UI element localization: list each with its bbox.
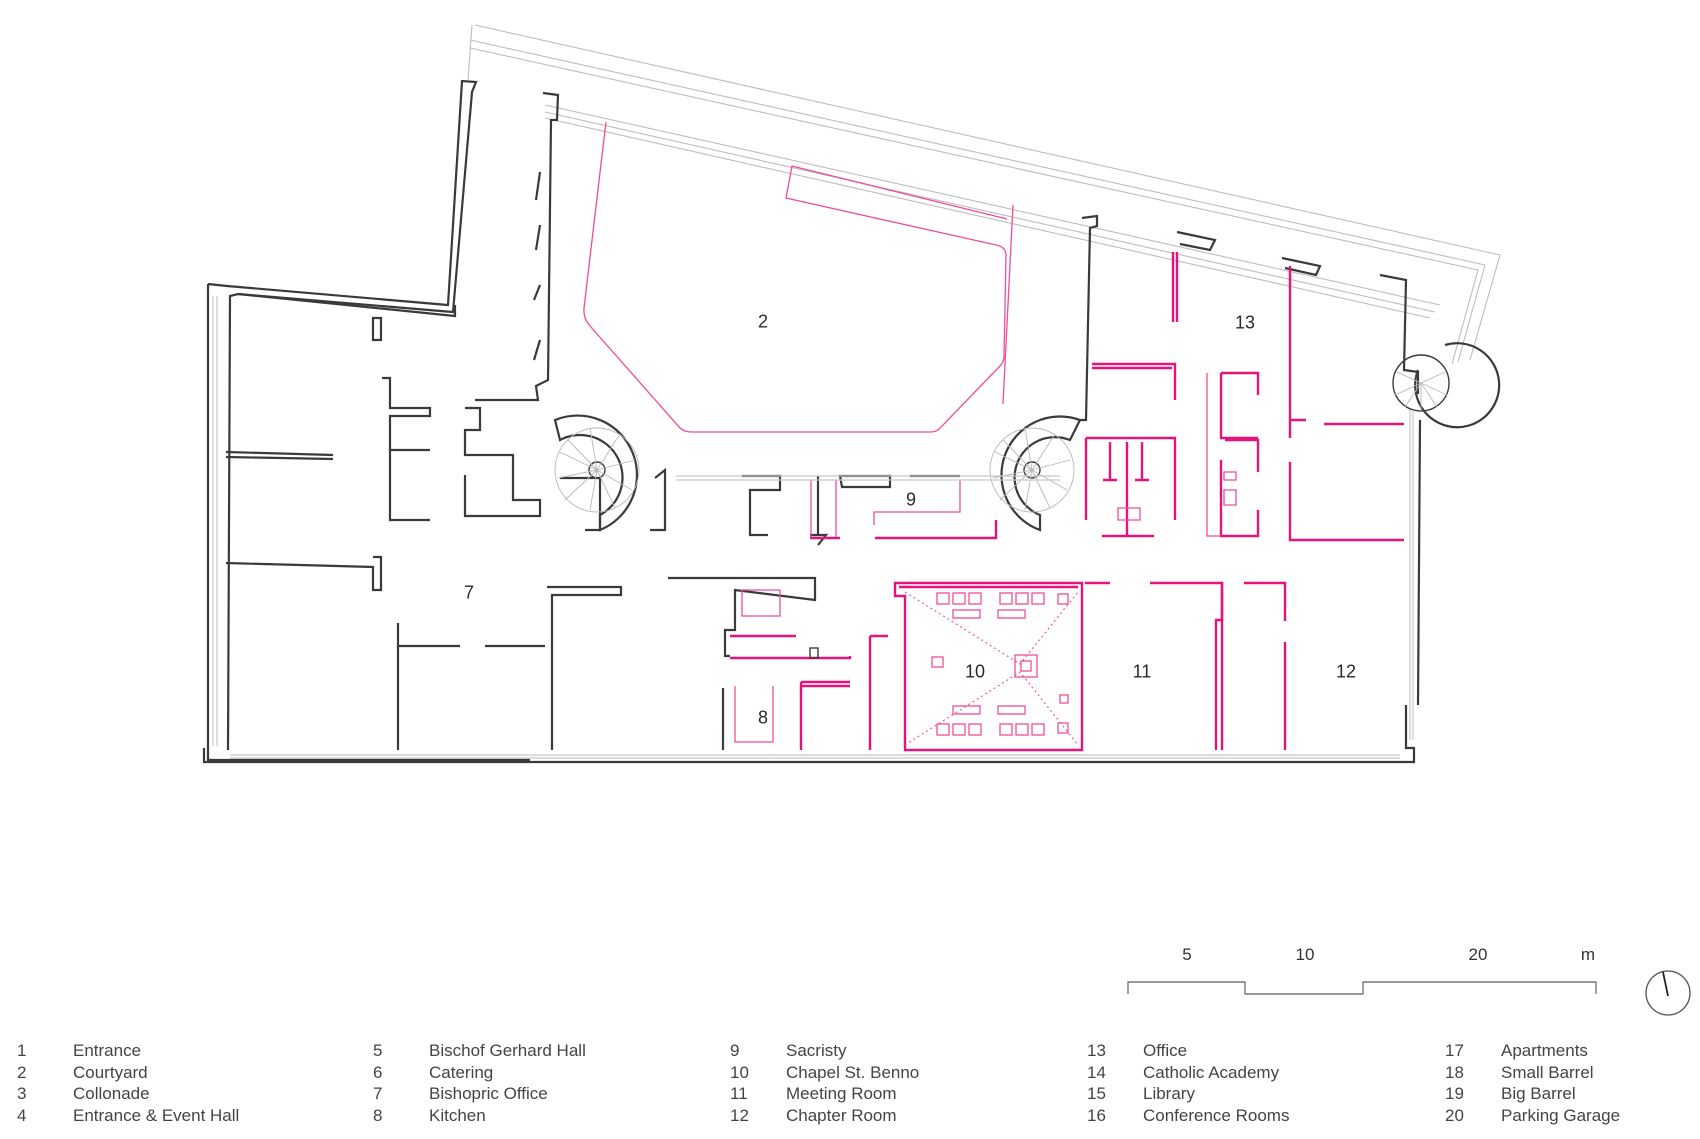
courtyard-outline: [583, 121, 1014, 433]
scale-label-5: 5: [1182, 945, 1192, 964]
site-boundary-lines: [467, 24, 1501, 365]
room-label-9: 9: [905, 489, 917, 510]
spiral-stair-left: [553, 414, 640, 532]
room-label-10: 10: [964, 661, 986, 682]
north-arrow-icon: [1645, 970, 1691, 1016]
new-walls: [730, 252, 1404, 752]
room-label-7: 7: [463, 582, 475, 603]
room-label-2: 2: [757, 311, 769, 332]
window-glazing: [212, 296, 1414, 759]
spiral-stair-right: [1392, 342, 1501, 429]
room-label-13: 13: [1234, 312, 1256, 333]
room-label-8: 8: [757, 707, 769, 728]
scale-unit: m: [1580, 945, 1596, 964]
building-walls: [202, 79, 1422, 764]
scale-label-20: 20: [1468, 945, 1488, 964]
chapel-pews: [931, 592, 1069, 736]
scale-label-10: 10: [1295, 945, 1315, 964]
room-label-11: 11: [1132, 661, 1152, 682]
room-label-12: 12: [1335, 661, 1357, 682]
